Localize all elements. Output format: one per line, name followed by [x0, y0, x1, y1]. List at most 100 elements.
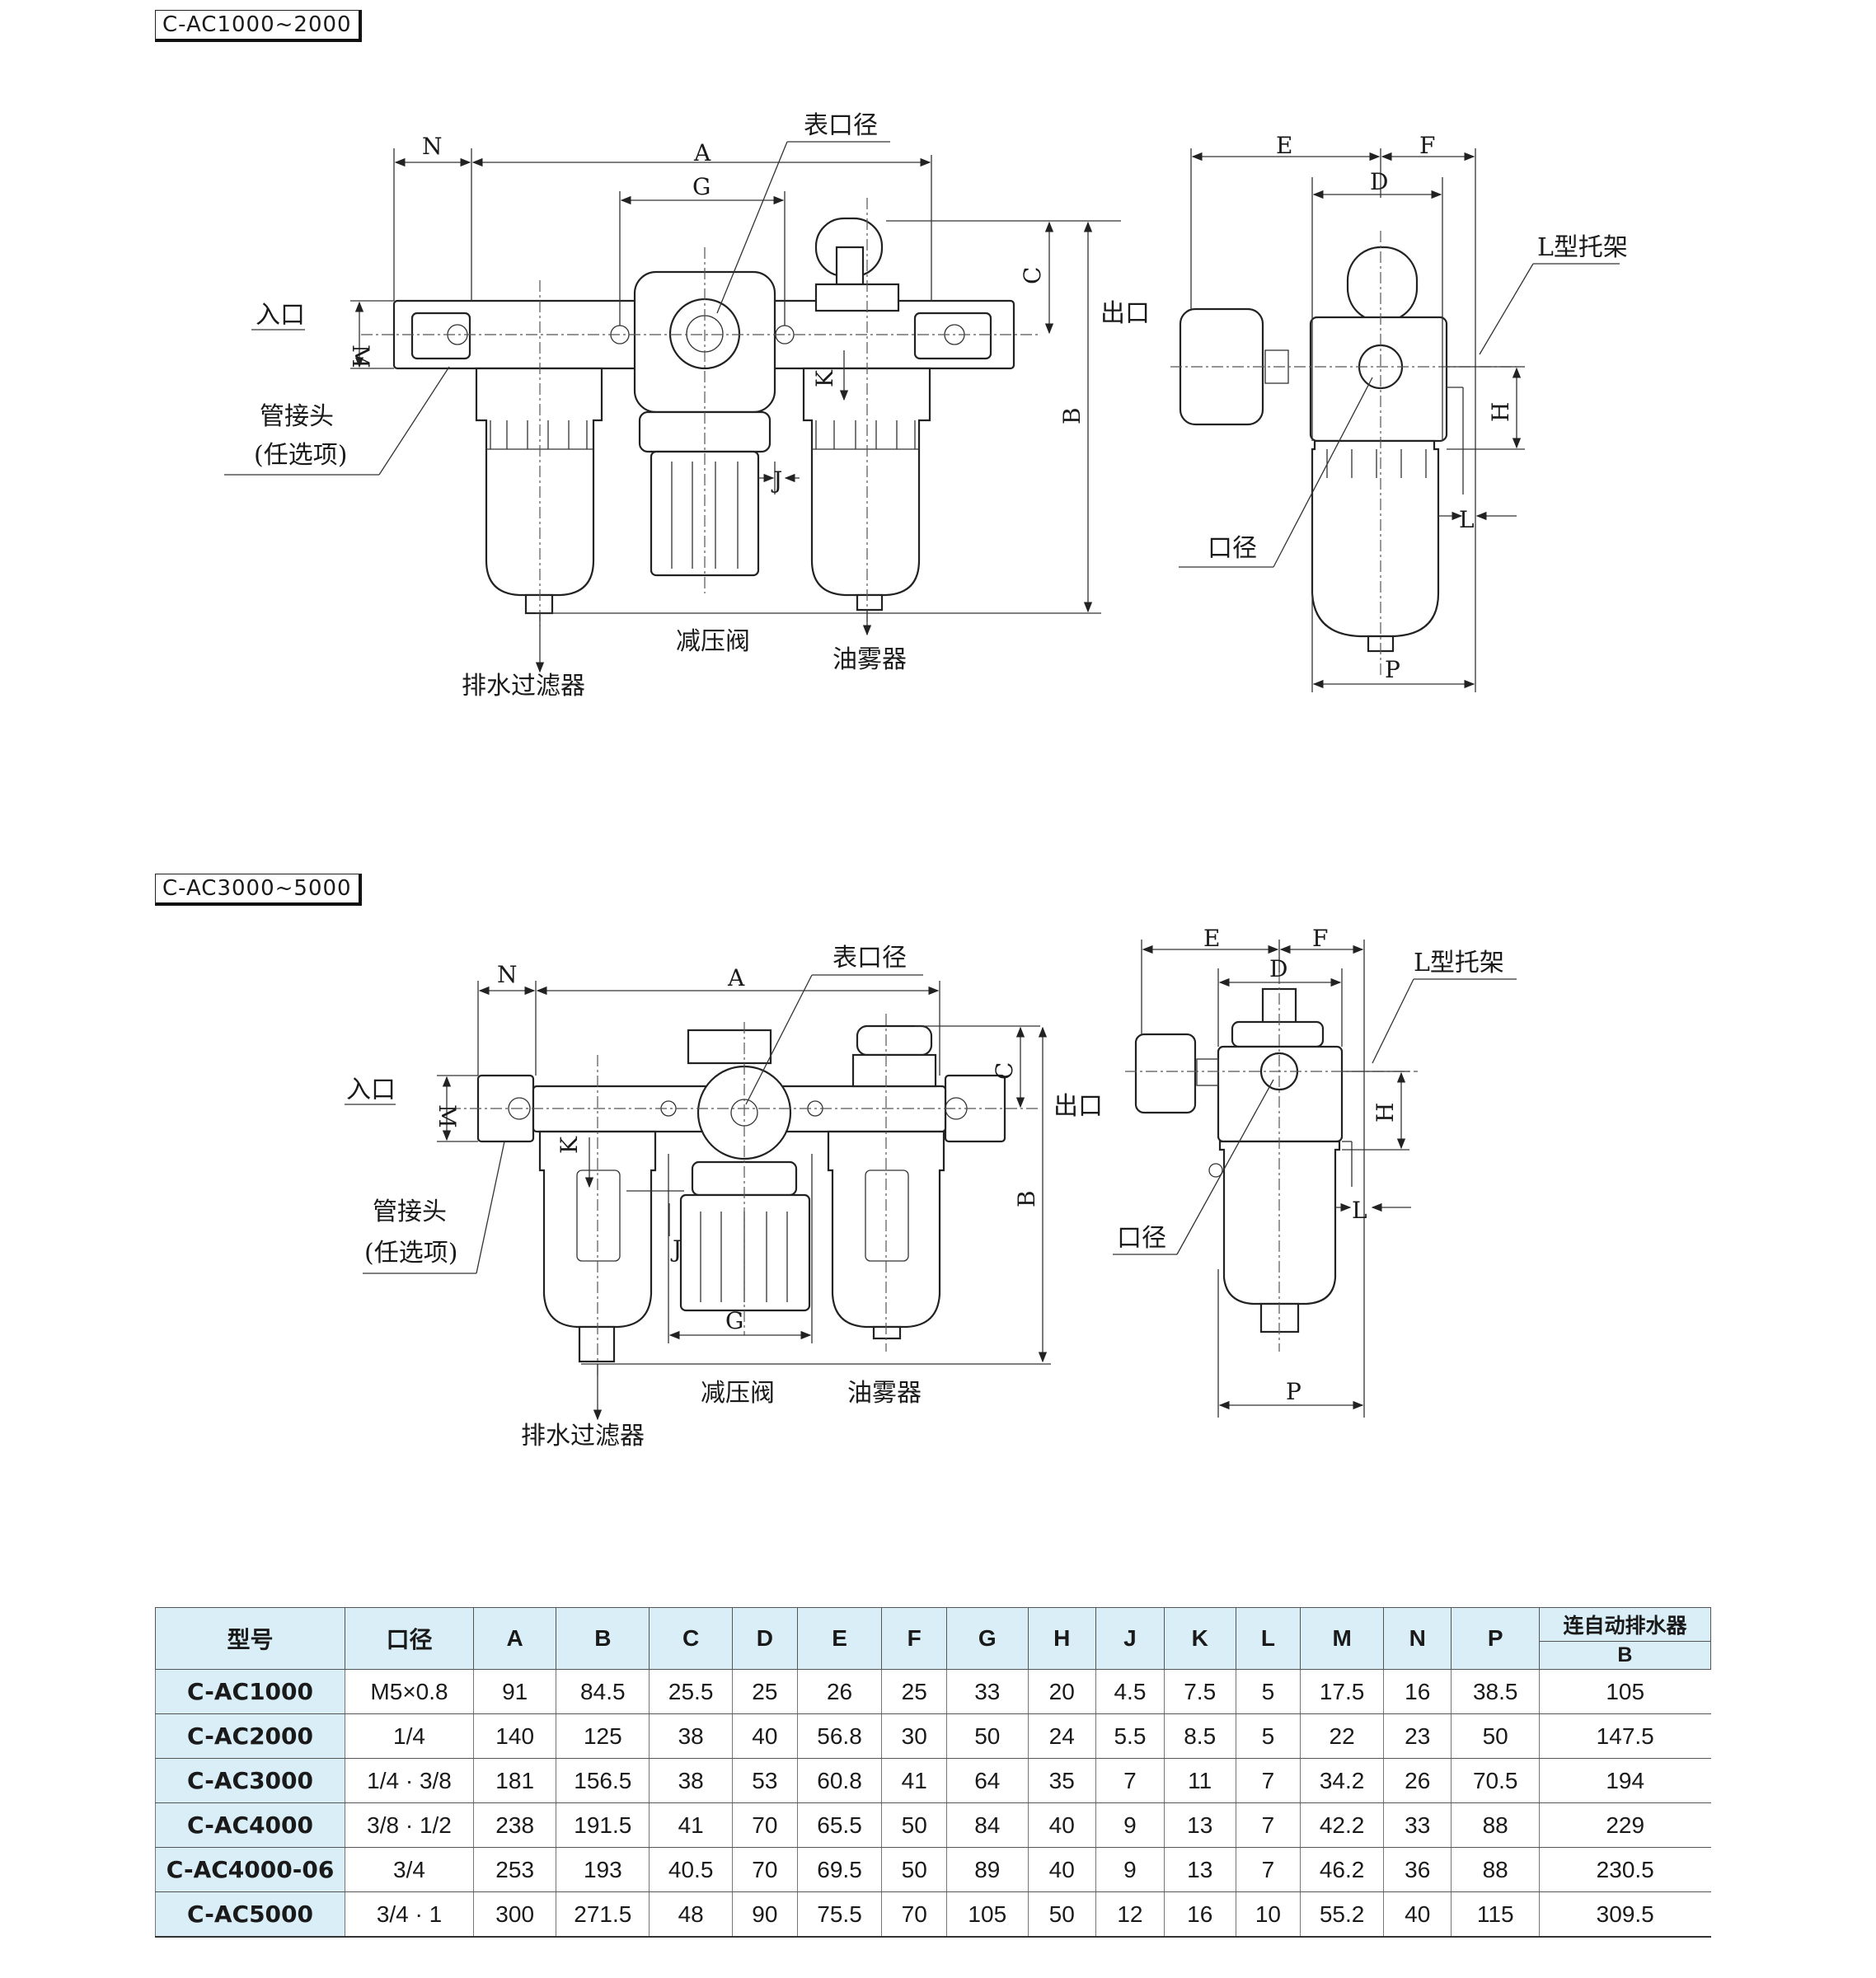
value-cell: 300	[472, 1891, 556, 1938]
value-cell: 42.2	[1300, 1802, 1384, 1848]
value-cell: 48	[649, 1891, 733, 1938]
value-cell: 16	[1382, 1669, 1452, 1714]
svg-text:N: N	[497, 961, 518, 988]
model-cell: C-AC4000	[154, 1802, 345, 1848]
svg-text:L: L	[1352, 1197, 1367, 1224]
value-cell: 69.5	[796, 1847, 882, 1892]
svg-text:F: F	[1419, 132, 1435, 159]
svg-text:E: E	[1276, 132, 1292, 159]
value-cell: 50	[1451, 1713, 1540, 1759]
col-header: A	[472, 1607, 557, 1670]
label-lubricator-bottom: 油雾器	[847, 1379, 922, 1408]
svg-text:A: A	[693, 139, 711, 166]
value-cell: 64	[946, 1758, 1029, 1803]
value-cell: 41	[881, 1758, 947, 1803]
value-cell: 91	[472, 1669, 556, 1714]
side-view-top: E F D H L P L型托架 口径	[1170, 132, 1628, 692]
value-cell: 38	[649, 1758, 733, 1803]
col-header: G	[946, 1607, 1029, 1670]
value-cell: 38.5	[1451, 1669, 1540, 1714]
label-fitting-optional-bottom: (任选项)	[364, 1239, 457, 1268]
value-cell: 17.5	[1300, 1669, 1384, 1714]
col-header: C	[649, 1607, 734, 1670]
value-cell: 84.5	[556, 1669, 650, 1714]
value-cell: 70	[881, 1891, 947, 1938]
section-tag-ac3000-5000: C-AC3000~5000	[155, 874, 362, 906]
model-cell: C-AC1000	[154, 1669, 345, 1714]
value-cell: 53	[732, 1758, 798, 1803]
table-header-row: 型号 口径 A B C D E F G H J K L M N P 连自动排水器…	[154, 1607, 1712, 1670]
value-cell: 50	[946, 1713, 1029, 1759]
value-cell: 230.5	[1538, 1847, 1711, 1892]
value-cell: 34.2	[1300, 1758, 1384, 1803]
value-cell: 7	[1235, 1758, 1301, 1803]
value-cell: 5	[1235, 1713, 1301, 1759]
value-cell: 193	[556, 1847, 650, 1892]
svg-text:G: G	[692, 173, 711, 200]
value-cell: 271.5	[556, 1891, 650, 1938]
value-cell: 30	[881, 1713, 947, 1759]
value-cell: 70.5	[1451, 1758, 1540, 1803]
value-cell: 35	[1027, 1758, 1096, 1803]
svg-text:K: K	[811, 369, 838, 387]
value-cell: 140	[472, 1713, 556, 1759]
svg-text:F: F	[1312, 925, 1328, 952]
value-cell: 7.5	[1163, 1669, 1236, 1714]
svg-text:P: P	[1286, 1378, 1301, 1405]
value-cell: 115	[1451, 1891, 1540, 1938]
value-cell: 56.8	[796, 1713, 882, 1759]
value-cell: 25	[732, 1669, 798, 1714]
value-cell: 9	[1095, 1847, 1165, 1892]
svg-text:C: C	[991, 1062, 1018, 1080]
value-cell: 41	[649, 1802, 733, 1848]
value-cell: 75.5	[796, 1891, 882, 1938]
value-cell: 3/4	[345, 1847, 474, 1892]
col-header: F	[881, 1607, 948, 1670]
auto-drain-header: 连自动排水器	[1539, 1608, 1710, 1642]
value-cell: 23	[1382, 1713, 1452, 1759]
model-cell: C-AC3000	[154, 1758, 345, 1803]
label-l-bracket-top: L型托架	[1537, 233, 1628, 262]
col-header: M	[1300, 1607, 1384, 1670]
value-cell: 309.5	[1538, 1891, 1711, 1938]
svg-text:B: B	[1013, 1190, 1040, 1207]
value-cell: 55.2	[1300, 1891, 1384, 1938]
value-cell: 7	[1095, 1758, 1165, 1803]
svg-text:H: H	[1487, 402, 1514, 422]
model-cell: C-AC4000-06	[154, 1847, 345, 1892]
model-cell: C-AC2000	[154, 1713, 345, 1759]
value-cell: 229	[1538, 1802, 1711, 1848]
value-cell: 1/4	[345, 1713, 474, 1759]
value-cell: 194	[1538, 1758, 1711, 1803]
svg-text:A: A	[727, 964, 745, 991]
svg-text:J: J	[771, 466, 782, 494]
value-cell: 3/8 · 1/2	[345, 1802, 474, 1848]
svg-text:D: D	[1370, 168, 1388, 195]
value-cell: 36	[1382, 1847, 1452, 1892]
svg-text:E: E	[1203, 925, 1220, 952]
value-cell: 253	[472, 1847, 556, 1892]
value-cell: 7	[1235, 1847, 1301, 1892]
svg-text:K: K	[556, 1136, 583, 1154]
value-cell: 50	[881, 1847, 947, 1892]
value-cell: 181	[472, 1758, 556, 1803]
value-cell: 40	[1027, 1847, 1096, 1892]
value-cell: 38	[649, 1713, 733, 1759]
svg-text:J: J	[670, 1235, 682, 1263]
model-cell: C-AC5000	[154, 1891, 345, 1938]
col-header: N	[1382, 1607, 1452, 1670]
value-cell: 65.5	[796, 1802, 882, 1848]
svg-text:L: L	[1459, 506, 1475, 533]
value-cell: 22	[1300, 1713, 1384, 1759]
front-view-bottom: N A 表口径 C B M K J G 入口 出口	[345, 944, 1103, 1451]
label-fitting-bottom: 管接头	[373, 1198, 447, 1226]
front-view-top: N A G 表口径 C B M K J 入口 出口	[224, 111, 1150, 701]
svg-text:M: M	[347, 345, 374, 368]
label-gauge-port-bottom: 表口径	[832, 944, 907, 973]
value-cell: 26	[796, 1669, 882, 1714]
label-gauge-port-top: 表口径	[804, 111, 878, 140]
